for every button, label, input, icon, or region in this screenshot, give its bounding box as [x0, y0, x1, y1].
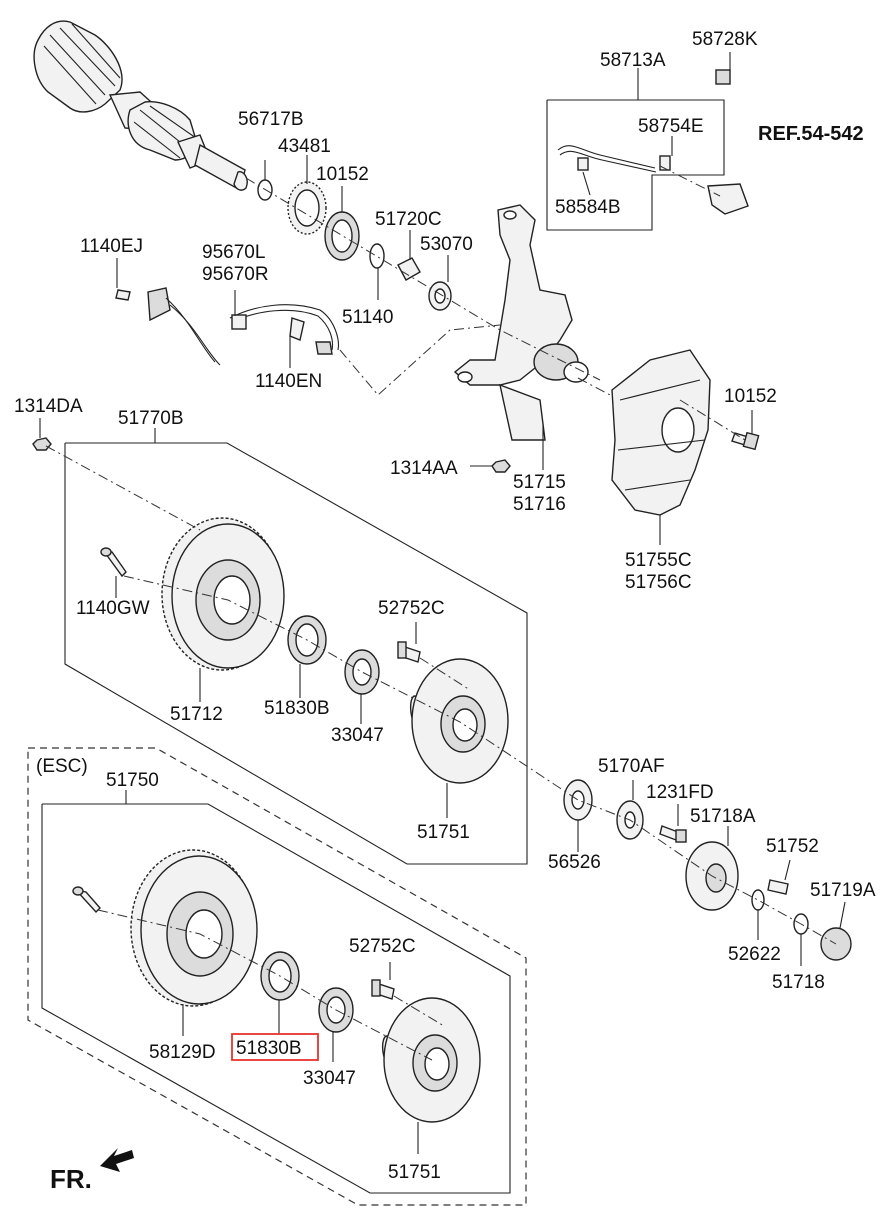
highlight-box	[231, 1033, 319, 1061]
label-51752: 51752	[766, 836, 819, 857]
label-10152-top: 10152	[316, 164, 369, 185]
label-51712: 51712	[170, 704, 223, 725]
label-56526: 56526	[548, 852, 601, 873]
bolt-esc	[72, 886, 101, 914]
oil-seal	[324, 211, 360, 261]
label-58129d: 58129D	[149, 1042, 216, 1063]
bolt-1231fd	[659, 825, 687, 843]
label-51719a: 51719A	[810, 880, 876, 901]
upper-group-box	[64, 442, 528, 865]
label-33047-lower: 33047	[303, 1068, 356, 1089]
washer-53070	[428, 281, 452, 311]
label-53070: 53070	[420, 234, 473, 255]
label-58584b: 58584B	[555, 197, 621, 218]
label-58713a: 58713A	[600, 50, 666, 71]
steering-knuckle	[453, 204, 589, 441]
label-43481: 43481	[278, 136, 331, 157]
label-52622: 52622	[728, 944, 781, 965]
brake-disc-58129d	[130, 849, 258, 1007]
stud-52752c-upper	[397, 641, 421, 663]
label-1314da: 1314DA	[14, 396, 83, 417]
label-95670r: 95670R	[202, 264, 269, 285]
bolt-1140gw	[100, 547, 127, 578]
leader-lines	[39, 52, 846, 1154]
bearing-33047-lower	[318, 987, 354, 1033]
speed-sensor-cable	[115, 287, 339, 366]
hub-51751-upper	[409, 658, 509, 784]
abs-tone-ring	[287, 181, 327, 235]
drive-shaft	[33, 20, 273, 201]
label-1140en: 1140EN	[255, 371, 322, 392]
label-1140ej: 1140EJ	[80, 236, 143, 257]
label-1140gw: 1140GW	[76, 598, 150, 619]
snap-ring-52622	[751, 889, 765, 911]
brake-disc-51712	[161, 517, 285, 671]
label-ref: REF.54-542	[758, 123, 864, 145]
bolt-51752	[767, 879, 789, 895]
label-51751-upper: 51751	[417, 822, 470, 843]
snap-ring	[369, 243, 385, 269]
stud-52752c-lower	[371, 979, 395, 1000]
sensor-harness-box	[546, 69, 749, 231]
label-51756c: 51756C	[625, 572, 692, 593]
label-51751-lower: 51751	[388, 1162, 441, 1183]
label-95670l: 95670L	[202, 242, 265, 263]
label-51715: 51715	[513, 472, 566, 493]
label-52752c-upper: 52752C	[378, 598, 445, 619]
label-51140: 51140	[342, 307, 393, 328]
part-labels: 58728K 58713A 58754E REF.54-542 58584B 5…	[14, 29, 876, 1194]
bearing-33047-upper	[344, 649, 380, 695]
label-56717b: 56717B	[238, 109, 304, 130]
bearing-51720c	[397, 257, 421, 281]
plate-56526	[563, 779, 593, 821]
label-51770b: 51770B	[118, 408, 184, 429]
label-51718a: 51718A	[690, 806, 756, 827]
label-51720c: 51720C	[375, 209, 442, 230]
label-fr: FR.	[50, 1164, 92, 1194]
nut-1314da	[32, 437, 52, 451]
label-51830b-lower[interactable]: 51830B	[236, 1038, 302, 1059]
label-5170af: 5170AF	[598, 756, 665, 777]
label-51830b-upper: 51830B	[264, 698, 330, 719]
label-58728k: 58728K	[692, 29, 758, 50]
label-51755c: 51755C	[625, 550, 692, 571]
label-51750: 51750	[106, 770, 159, 791]
label-51716: 51716	[513, 494, 566, 515]
dust-cover	[611, 349, 711, 516]
label-51718: 51718	[772, 972, 825, 993]
label-58754e: 58754E	[638, 116, 704, 137]
label-1314aa: 1314AA	[390, 458, 458, 479]
nut-1314aa	[491, 459, 511, 473]
esc-group-box	[27, 747, 527, 1206]
label-52752c-lower: 52752C	[349, 936, 416, 957]
bolt-10152	[731, 431, 760, 451]
front-arrow-icon	[100, 1148, 134, 1172]
label-10152-right: 10152	[724, 386, 777, 407]
label-esc: (ESC)	[36, 756, 88, 777]
snap-ring-shape	[257, 179, 273, 201]
label-33047-upper: 33047	[331, 725, 384, 746]
label-1231fd: 1231FD	[646, 782, 714, 803]
